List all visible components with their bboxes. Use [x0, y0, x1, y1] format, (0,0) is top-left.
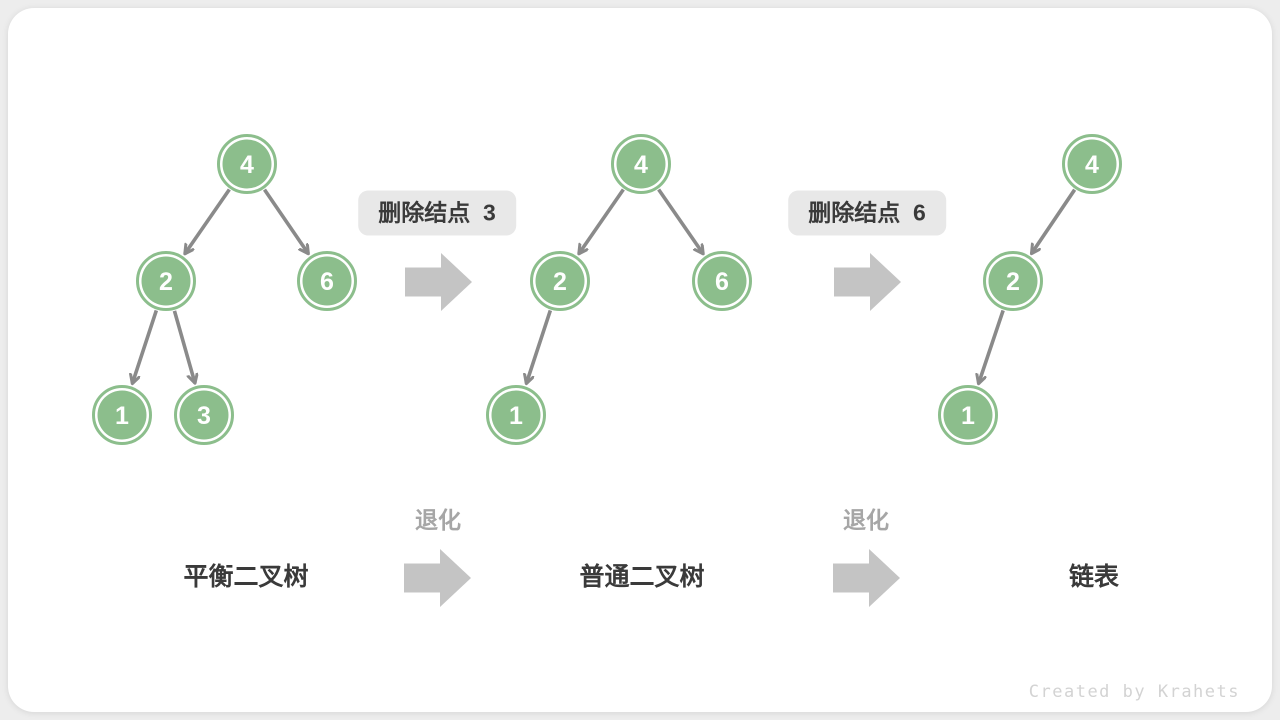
tree-node-4: 4 [217, 134, 277, 194]
tree-edge-2-3 [172, 310, 195, 383]
tree-node-2: 2 [983, 251, 1043, 311]
node-circle [697, 256, 747, 306]
tree-ordinary-binary-tree: 4 2 6 1 [486, 134, 752, 445]
tree-node-2: 2 [530, 251, 590, 311]
node-circle [616, 139, 666, 189]
node-circle [1067, 139, 1117, 189]
tree-node-1: 1 [486, 385, 546, 445]
watermark: Created by Krahets [1028, 682, 1240, 702]
tree-balanced-binary-tree: 4 2 6 1 3 [92, 134, 357, 445]
node-value: 2 [553, 268, 567, 296]
tree-node-6: 6 [692, 251, 752, 311]
tree-edge-4-2 [1031, 188, 1077, 254]
block-arrow-operation-1 [405, 253, 472, 311]
tree-node-4: 4 [1062, 134, 1122, 194]
tree-edge-2-1 [526, 309, 553, 383]
tree-linked-list: 4 2 1 [938, 134, 1122, 445]
node-value: 1 [961, 402, 975, 430]
block-arrow-degrade-2 [833, 549, 900, 607]
tree-node-2: 2 [136, 251, 196, 311]
node-value: 4 [240, 151, 254, 179]
node-circle [141, 256, 191, 306]
node-value: 1 [509, 402, 523, 430]
node-circle [535, 256, 585, 306]
tree-node-4: 4 [611, 134, 671, 194]
tree-node-1: 1 [92, 385, 152, 445]
node-value: 4 [634, 151, 648, 179]
tree-edge-4-6 [263, 188, 308, 254]
tree-edge-4-2 [185, 188, 231, 253]
node-circle [491, 390, 541, 440]
node-value: 4 [1085, 151, 1099, 179]
node-value: 3 [197, 402, 211, 430]
tree-node-1: 1 [938, 385, 998, 445]
node-circle [302, 256, 352, 306]
tree-edge-4-2 [579, 188, 625, 253]
tree-edge-2-1 [132, 309, 159, 383]
node-value: 2 [1006, 268, 1020, 296]
node-circle [222, 139, 272, 189]
node-value: 6 [715, 268, 729, 296]
node-value: 2 [159, 268, 173, 296]
block-arrow-operation-2 [834, 253, 901, 311]
diagram-card [8, 8, 1272, 712]
tree-node-3: 3 [174, 385, 234, 445]
node-circle [943, 390, 993, 440]
tree-edge-4-6 [657, 188, 704, 253]
node-circle [179, 390, 229, 440]
tree-edge-2-1 [979, 309, 1005, 383]
node-circle [97, 390, 147, 440]
node-value: 6 [320, 268, 334, 296]
node-circle [988, 256, 1038, 306]
block-arrow-degrade-1 [404, 549, 471, 607]
tree-node-6: 6 [297, 251, 357, 311]
node-value: 1 [115, 402, 129, 430]
